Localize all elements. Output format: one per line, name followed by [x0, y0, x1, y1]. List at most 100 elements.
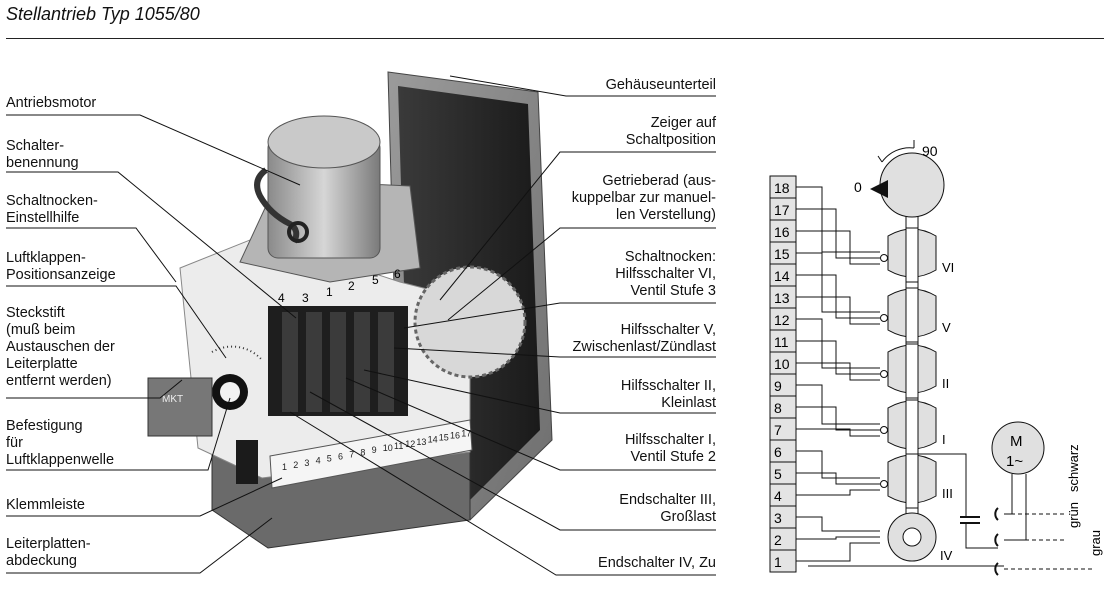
terminal-label: 3	[774, 510, 782, 526]
dial-arc	[881, 147, 915, 163]
terminal-number: 3	[304, 458, 309, 468]
wire	[796, 542, 880, 562]
connector	[236, 440, 258, 484]
cam-stack	[268, 306, 408, 416]
terminal-number: 10	[383, 443, 393, 453]
wire	[796, 516, 880, 532]
dial-ninety-label: 90	[922, 143, 938, 159]
plug-symbols	[994, 507, 999, 576]
terminal-label: 10	[774, 356, 790, 372]
terminal-number: 8	[360, 447, 365, 457]
wire	[796, 406, 880, 431]
wire	[918, 453, 967, 517]
wire	[796, 340, 880, 375]
switch-label: II	[942, 376, 949, 391]
switch-label: V	[942, 320, 951, 335]
label-schalterbenennung: Schalter- benennung	[6, 138, 79, 171]
terminal-label: 18	[774, 180, 790, 196]
motor-top	[267, 115, 381, 169]
terminal-number: 11	[394, 441, 403, 451]
label-gehaeuseunterteil: Gehäuseunterteil	[605, 77, 716, 93]
label-antriebsmotor: Antriebsmotor	[6, 95, 97, 111]
wire-label-grau: grau	[1088, 530, 1103, 556]
label-befestigung: Befestigung für Luftklappenwelle	[6, 418, 115, 468]
terminal-label: 15	[774, 246, 790, 262]
gear-wheel	[413, 265, 527, 379]
motor-symbol	[991, 421, 1045, 475]
capacitor-symbol	[960, 516, 980, 524]
switch-label: VI	[942, 260, 954, 275]
cam-shaft-segment	[905, 453, 919, 509]
cam-follower	[880, 480, 888, 488]
switch-number-2: 2	[348, 279, 355, 293]
label-hilfsschalter-v: Hilfsschalter V, Zwischenlast/Zündlast	[572, 322, 716, 355]
label-klemmleiste: Klemmleiste	[6, 497, 85, 513]
switch-number-6: 6	[394, 267, 401, 281]
label-schaltnocken-vi: Schaltnocken: Hilfsschalter VI, Ventil S…	[615, 249, 716, 299]
wire-label-schwarz: schwarz	[1066, 444, 1081, 492]
label-luftklappen-positionsanzeige: Luftklappen- Positionsanzeige	[6, 250, 116, 283]
motor-cable-ring	[287, 221, 309, 243]
cam-shaft-segment	[905, 227, 919, 283]
terminal-number: 12	[405, 439, 415, 449]
cam-follower	[880, 426, 888, 434]
wire	[796, 489, 880, 496]
wire	[796, 208, 880, 259]
terminal-number: 4	[316, 456, 321, 466]
terminal-label: 2	[774, 532, 782, 548]
wire	[796, 536, 880, 540]
wire	[965, 523, 998, 549]
label-zeiger: Zeiger auf Schaltposition	[625, 115, 716, 148]
terminal-number: 5	[327, 454, 332, 464]
wire	[796, 428, 880, 437]
cam-shaft-segment	[905, 287, 919, 343]
terminal-label: 9	[774, 378, 782, 394]
terminal-label: 1	[774, 554, 782, 570]
wire	[796, 230, 880, 265]
cam-shaft-segment	[905, 343, 919, 399]
label-hilfsschalter-ii: Hilfsschalter II, Kleinlast	[620, 378, 716, 411]
wire	[796, 472, 880, 485]
title-rule	[6, 38, 1104, 39]
terminal-number: 13	[416, 437, 426, 447]
capacitor	[147, 377, 213, 437]
terminal-label: 11	[774, 334, 789, 350]
switch-number-4: 4	[278, 291, 285, 305]
dashed-lines	[1004, 513, 1092, 570]
terminal-label: 16	[774, 224, 790, 240]
wire	[1004, 474, 1013, 515]
label-hilfsschalter-i: Hilfsschalter I, Ventil Stufe 2	[624, 432, 716, 465]
wire-label-gruen: grün	[1066, 502, 1081, 528]
wiring-lines	[796, 186, 1027, 567]
cam-follower	[880, 254, 888, 262]
switch-label: III	[942, 486, 953, 501]
label-endschalter-iii: Endschalter III, Großlast	[619, 492, 716, 525]
label-leiterplattenabdeckung: Leiterplatten- abdeckung	[6, 536, 91, 569]
motor-m-label: M	[1010, 433, 1023, 450]
wire	[796, 384, 880, 425]
terminal-label: 6	[774, 444, 782, 460]
wire	[796, 318, 880, 369]
switch-number-5: 5	[372, 273, 379, 287]
wire	[796, 362, 880, 381]
pointer-dial	[879, 152, 945, 218]
terminal-number: 7	[349, 449, 354, 459]
switch-number-1: 1	[326, 285, 333, 299]
switch-label: IV	[940, 548, 953, 563]
terminal-number: 14	[428, 435, 438, 445]
capacitor-text: MKT	[162, 394, 183, 405]
dial-pointer	[870, 180, 888, 198]
terminal-number: 16	[450, 431, 460, 441]
terminal-label: 14	[774, 268, 790, 284]
terminal-number: 2	[293, 460, 298, 470]
terminal-label: 12	[774, 312, 790, 328]
label-schaltnocken-einstellhilfe: Schaltnocken- Einstellhilfe	[6, 193, 98, 226]
terminal-label: 4	[774, 488, 782, 504]
terminal-label: 13	[774, 290, 790, 306]
wire	[796, 450, 880, 479]
terminal-label: 17	[774, 202, 790, 218]
